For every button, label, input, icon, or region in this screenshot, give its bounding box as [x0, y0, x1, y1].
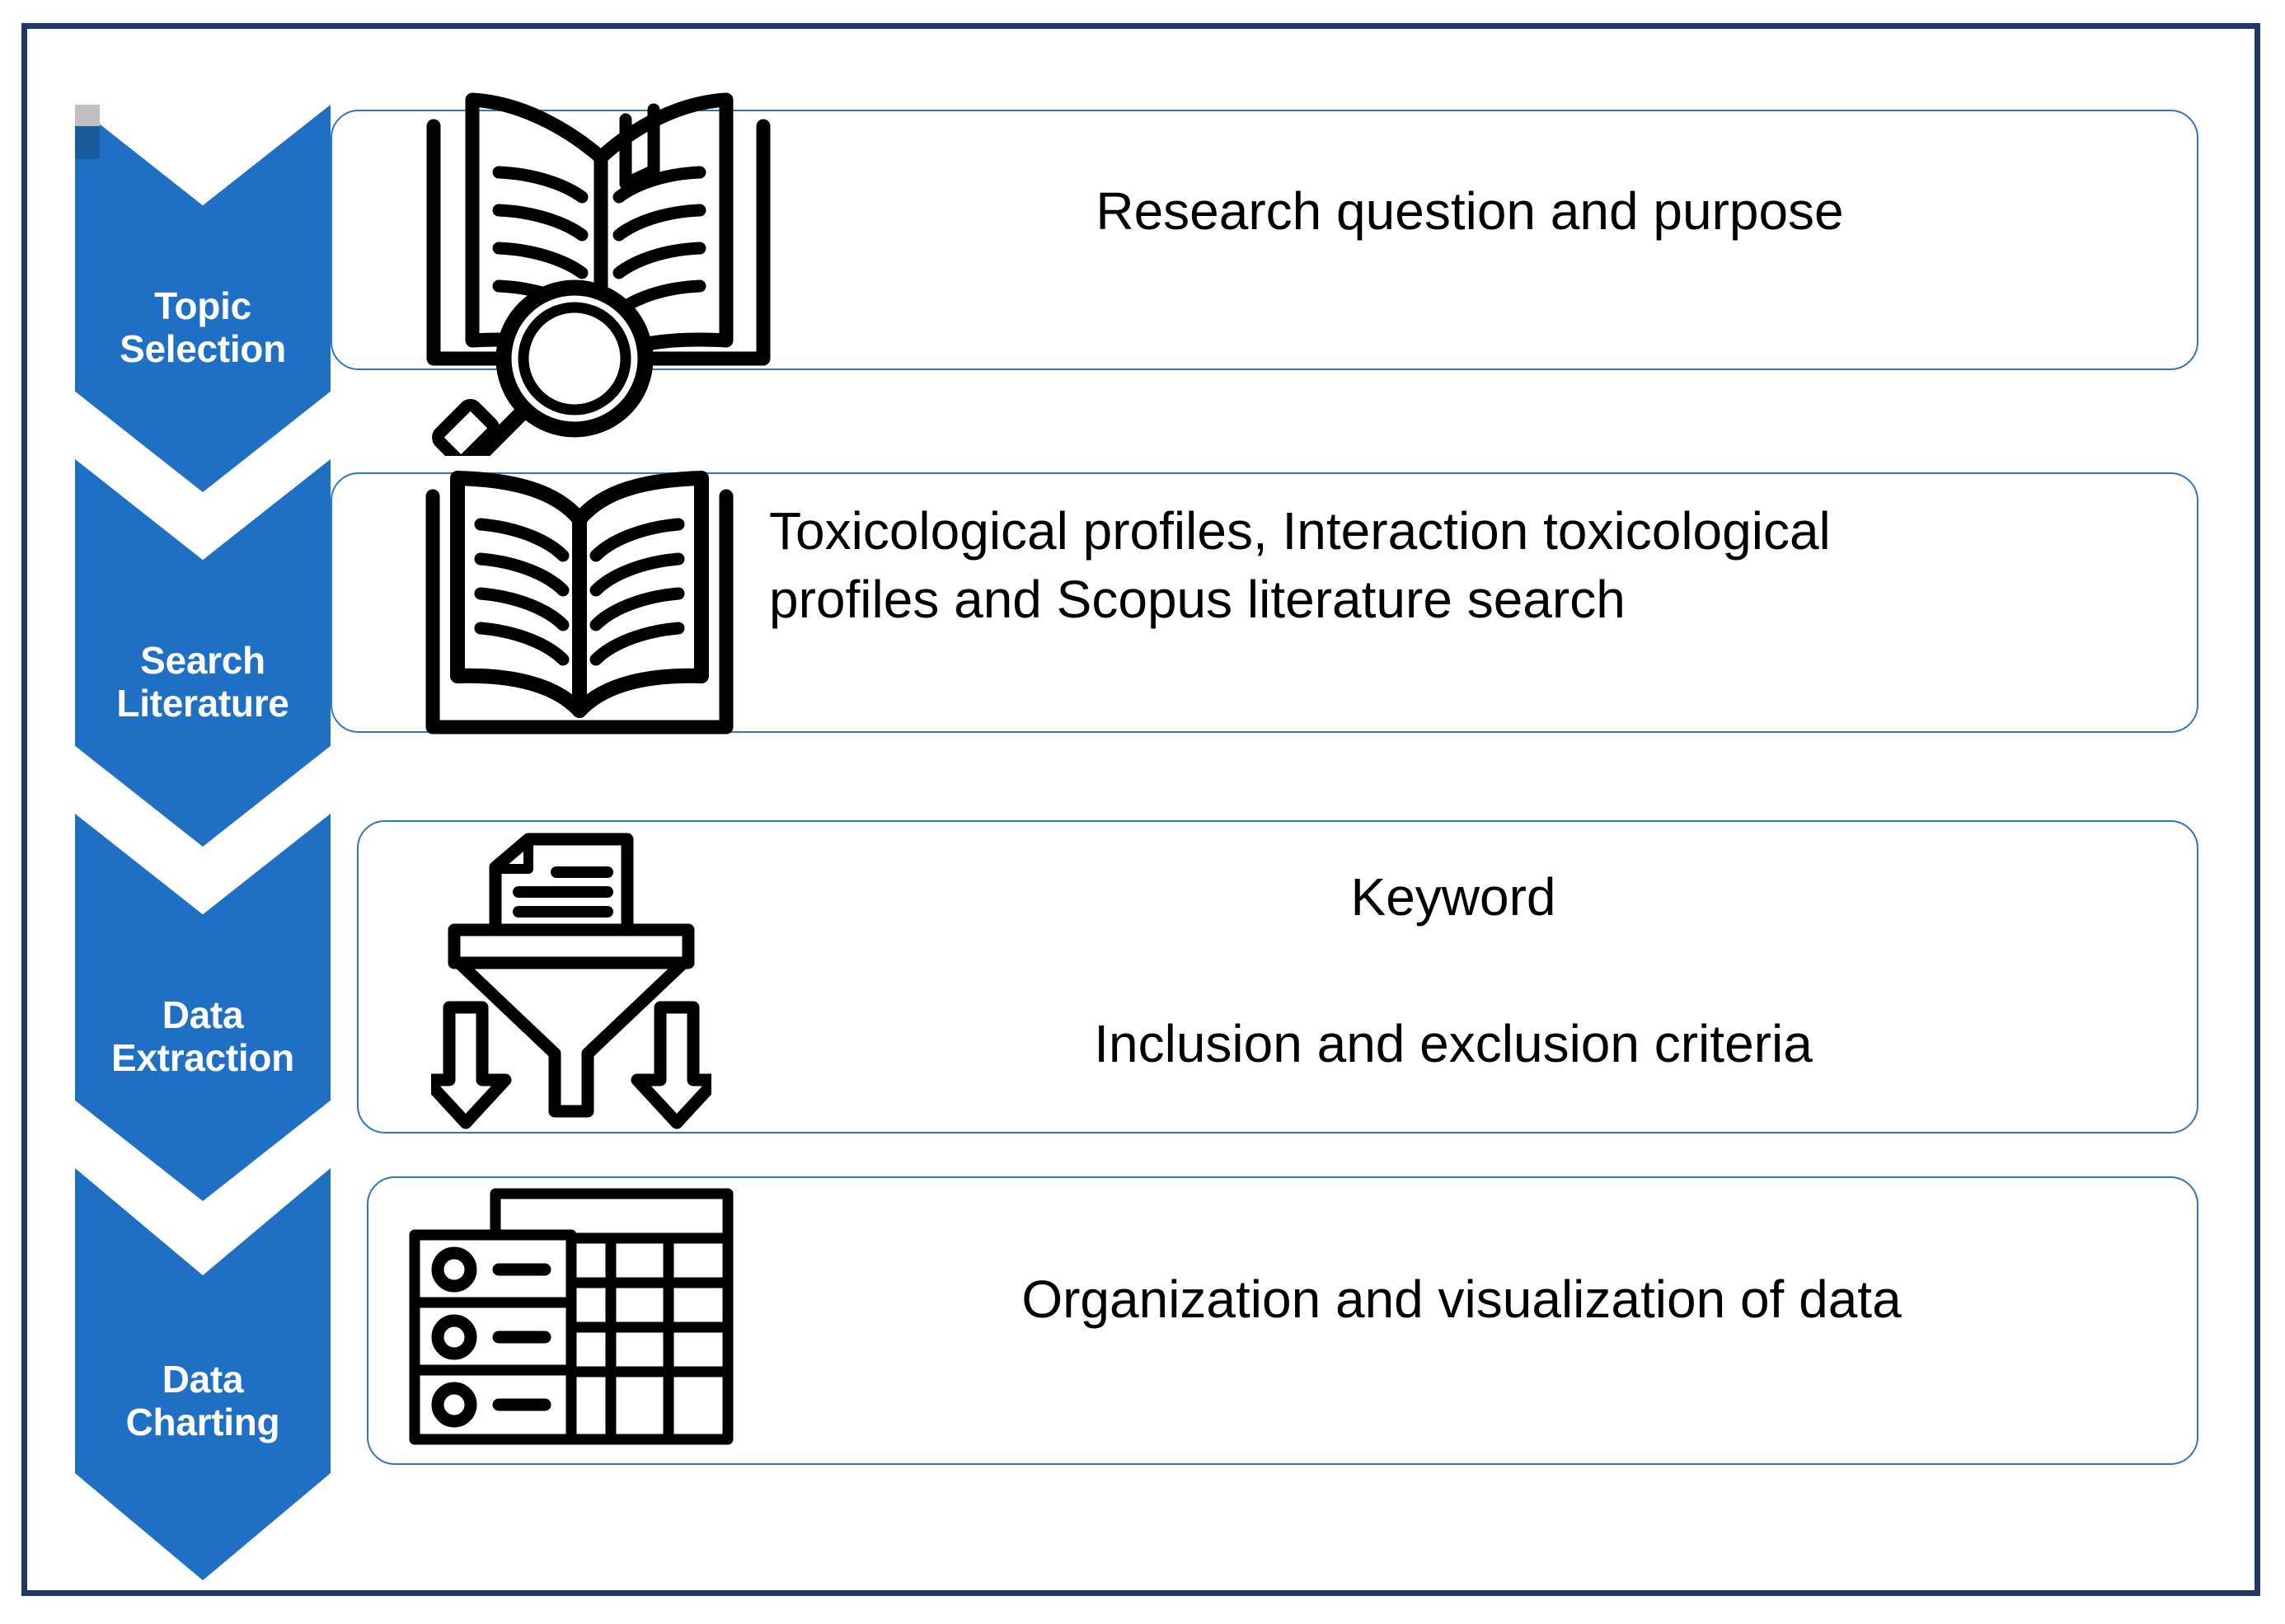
step-chevron-data-extraction[interactable]: Data Extraction	[75, 814, 331, 1201]
step-label-topic-selection: Topic Selection	[120, 284, 286, 371]
step-label-data-charting: Data Charting	[125, 1358, 280, 1444]
chevron-gray-tab	[75, 105, 100, 126]
step-label-search-literature: Search Literature	[116, 639, 289, 725]
step-label-data-extraction: Data Extraction	[111, 993, 294, 1080]
content-text-data-extraction-secondary: Inclusion and exclusion criteria	[1094, 1014, 1813, 1073]
data-table-icon	[406, 1187, 736, 1467]
step-chevron-search-literature[interactable]: Search Literature	[75, 459, 331, 847]
book-magnifier-icon	[413, 68, 784, 456]
open-book-icon	[415, 470, 744, 742]
content-text-data-charting: Organization and visualization of data	[1021, 1270, 1902, 1329]
funnel-filter-icon	[431, 833, 711, 1138]
content-text-search-literature: Toxicological profiles, Interaction toxi…	[769, 501, 1831, 630]
diagram-stage: Topic Selection	[27, 29, 2255, 1590]
diagram-frame: Topic Selection	[21, 23, 2260, 1596]
step-chevron-data-charting[interactable]: Data Charting	[75, 1168, 331, 1580]
content-text-data-extraction-primary: Keyword	[1350, 867, 1556, 927]
step-chevron-topic-selection[interactable]: Topic Selection	[75, 105, 331, 492]
content-text-topic-selection: Research question and purpose	[1096, 181, 1844, 241]
content-box-search-literature[interactable]	[331, 472, 2198, 733]
